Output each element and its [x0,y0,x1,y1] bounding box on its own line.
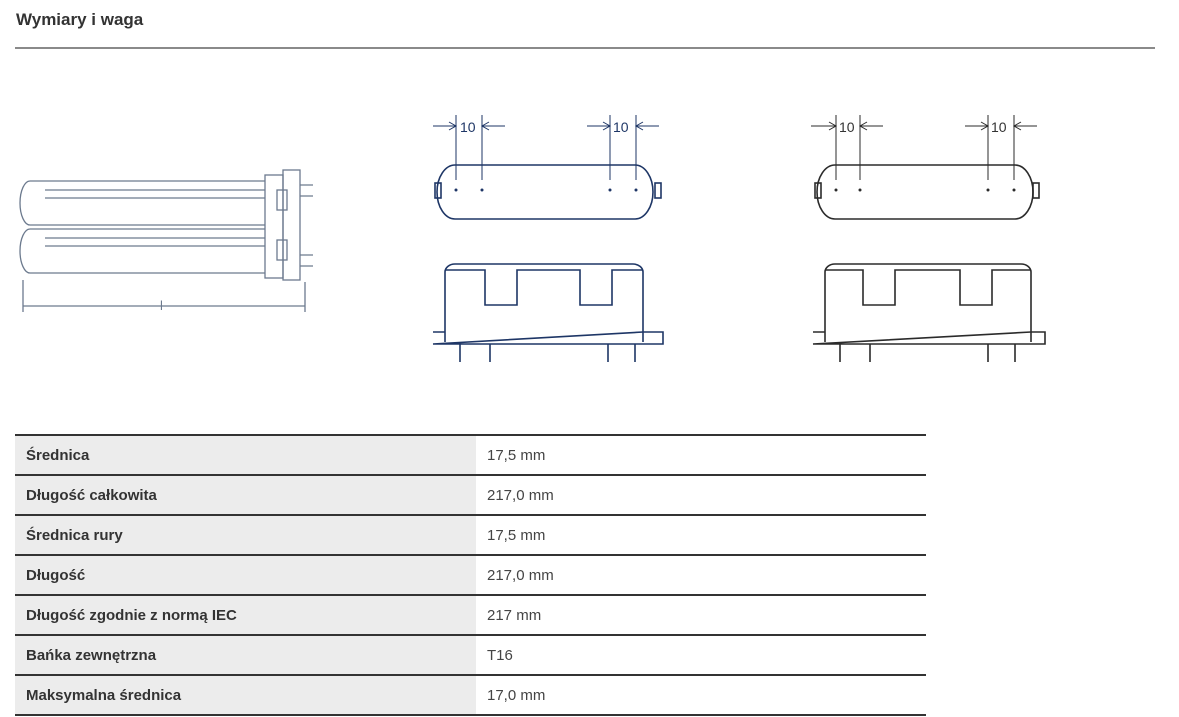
spec-label: Bańka zewnętrzna [15,634,476,675]
pin-spacing-label: 10 [991,119,1007,135]
base-drawing-blue: 10 10 [432,115,664,362]
spec-label: Maksymalna średnica [15,674,476,716]
base-drawing-gray: 10 10 [811,115,1046,362]
spec-value: 217,0 mm [476,554,926,595]
lamp-side-drawing: l [19,169,313,313]
spec-value: 17,0 mm [476,674,926,716]
spec-value: 17,5 mm [476,434,926,475]
spec-label: Długość [15,554,476,595]
spec-value: 17,5 mm [476,514,926,555]
section-title: Wymiary i waga [16,10,144,29]
pin-spacing-label: 10 [460,119,476,135]
section-divider [15,47,1155,49]
spec-label: Średnica rury [15,514,476,555]
pin-spacing-label: 10 [839,119,855,135]
length-label: l [160,298,163,313]
spec-value: 217 mm [476,594,926,635]
spec-value: T16 [476,634,926,675]
spec-value: 217,0 mm [476,474,926,515]
spec-label: Długość zgodnie z normą IEC [15,594,476,635]
spec-label: Długość całkowita [15,474,476,515]
spec-label: Średnica [15,434,476,475]
pin-spacing-label: 10 [613,119,629,135]
